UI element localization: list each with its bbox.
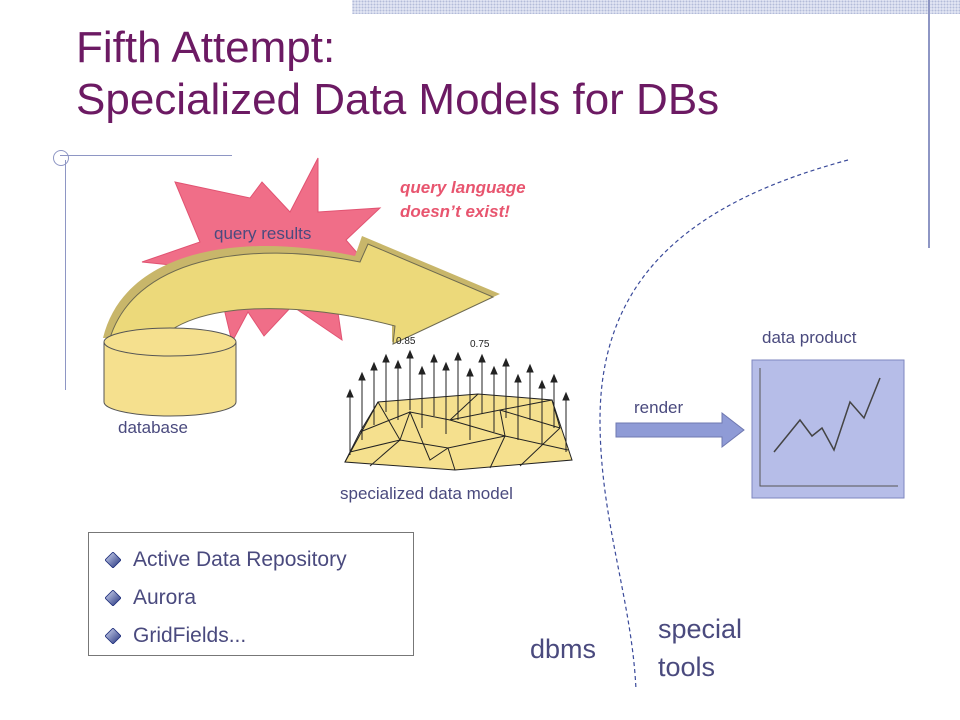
slide-title: Fifth Attempt: Specialized Data Models f… (76, 22, 719, 126)
special-tools-line-1: special (658, 614, 743, 644)
bullet-text: Aurora (133, 586, 197, 609)
diamond-bullet-icon (105, 552, 121, 568)
decor-horizontal-line (60, 155, 232, 156)
special-tools-line-2: tools (658, 652, 716, 682)
bullet-text: Active Data Repository (133, 548, 347, 571)
dbms-tools-divider (599, 159, 849, 691)
diamond-bullet-icon (105, 628, 121, 644)
data-product-label: data product (762, 328, 857, 347)
query-language-note: query language doesn’t exist! (400, 176, 526, 224)
curved-arrow (107, 243, 495, 346)
data-product-chart (751, 359, 905, 499)
special-tools-label: special tools (658, 610, 742, 686)
list-item: GridFields... (105, 617, 413, 655)
list-item: Aurora (105, 579, 413, 617)
title-line-2: Specialized Data Models for DBs (76, 75, 720, 124)
render-arrow (615, 411, 745, 449)
mesh-vector-arrows (346, 349, 570, 455)
bullet-text: GridFields... (133, 624, 247, 647)
decor-left-line (65, 160, 66, 390)
decor-vertical-line (928, 0, 930, 248)
examples-box: Active Data Repository Aurora GridFields… (88, 532, 414, 656)
dbms-label: dbms (530, 634, 597, 664)
title-line-1: Fifth Attempt: (76, 23, 336, 72)
query-results-label: query results (214, 224, 312, 243)
note-line-1: query language (400, 178, 526, 197)
header-decor-band (352, 0, 960, 14)
database-label: database (118, 418, 188, 437)
mesh-value-label: 0.85 (396, 336, 416, 347)
specialized-model-label: specialized data model (340, 484, 513, 503)
list-item: Active Data Repository (105, 541, 413, 579)
diamond-bullet-icon (105, 590, 121, 606)
database-icon (103, 327, 237, 417)
mesh-value-label: 0.75 (470, 339, 490, 350)
note-line-2: doesn’t exist! (400, 202, 510, 221)
decor-circle (53, 150, 69, 166)
render-label: render (634, 398, 684, 417)
